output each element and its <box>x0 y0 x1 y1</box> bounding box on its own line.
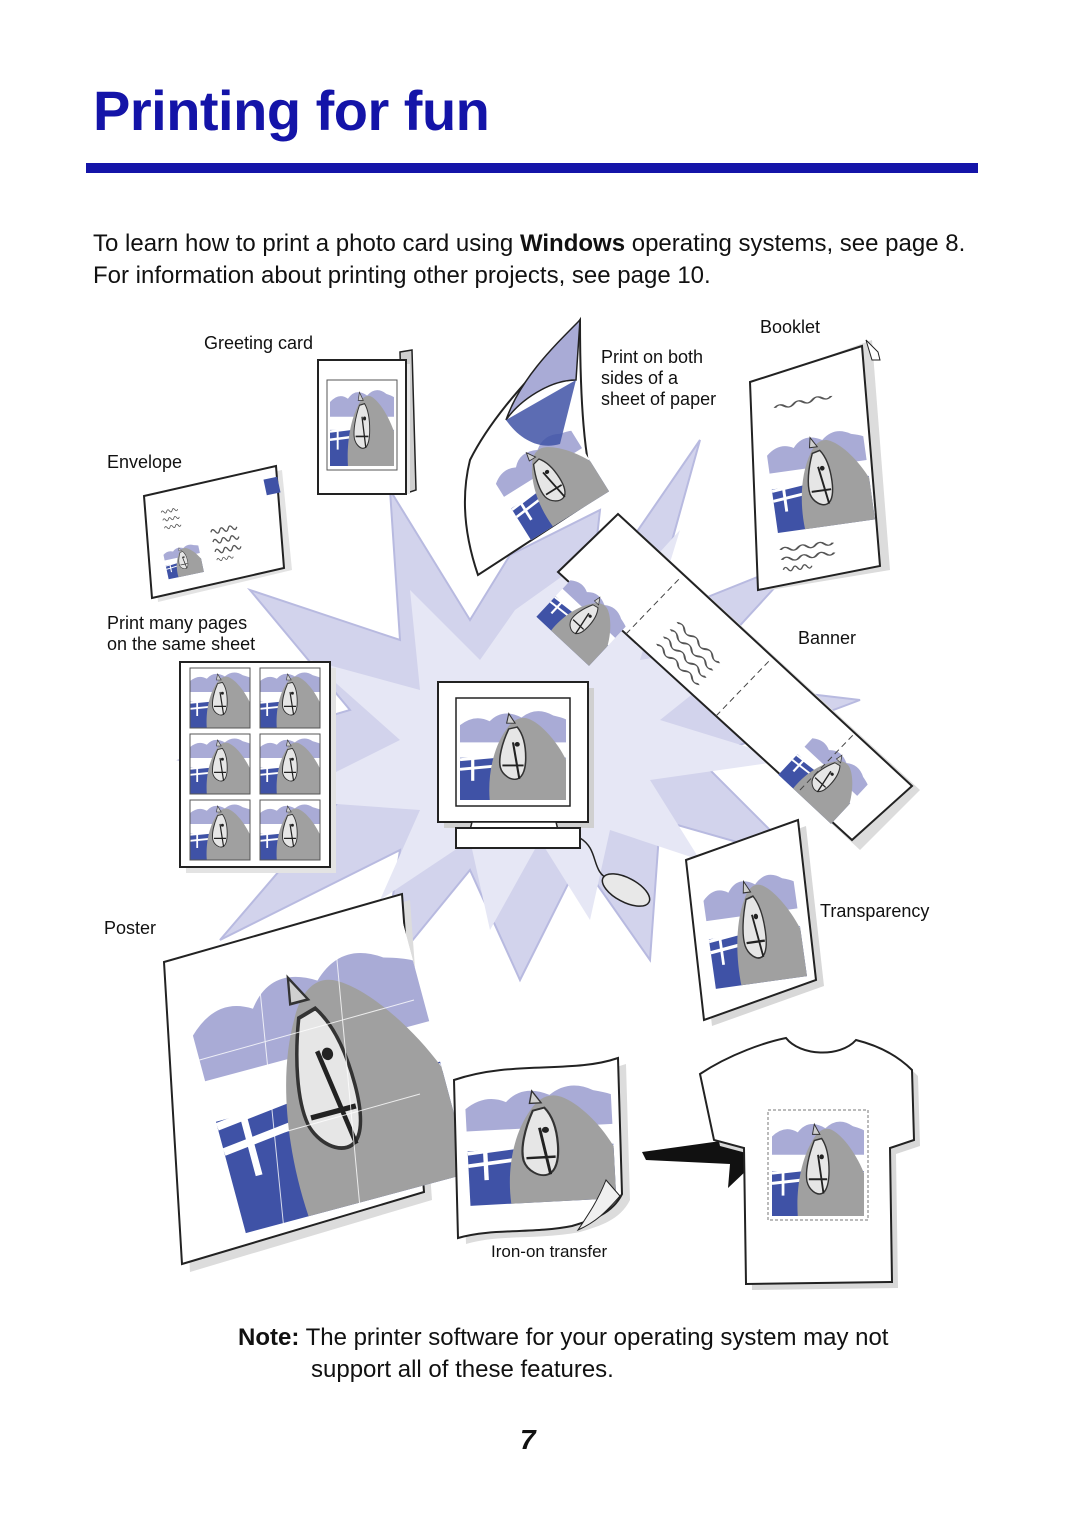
transparency-illustration <box>684 818 824 1026</box>
iron-on-transfer-illustration <box>452 1056 630 1244</box>
label-banner: Banner <box>798 628 857 648</box>
label-booklet: Booklet <box>760 317 821 337</box>
note-text-line1: The printer software for your operating … <box>299 1324 889 1351</box>
intro-text-2: operating systems, see page 8. For infor… <box>93 230 966 289</box>
label-print-both-line2: sides of a <box>601 368 679 388</box>
page-title: Printing for fun <box>93 79 490 142</box>
label-print-both-line1: Print on both <box>601 347 704 367</box>
projects-illustration-svg <box>142 316 920 1290</box>
print-many-pages-illustration <box>179 661 336 873</box>
label-print-many-line1: Print many pages <box>107 613 248 633</box>
computer-monitor-illustration <box>437 681 651 907</box>
note-block: Note: The printer software for your oper… <box>238 1322 998 1386</box>
greeting-card-illustration <box>317 349 417 496</box>
note-label: Note: <box>238 1324 300 1351</box>
title-rule <box>86 163 978 173</box>
intro-paragraph: To learn how to print a photo card using… <box>93 228 993 292</box>
label-poster: Poster <box>104 918 157 938</box>
page-number: 7 <box>520 1424 536 1455</box>
label-iron-on-transfer: Iron-on transfer <box>491 1242 608 1261</box>
label-transparency: Transparency <box>820 901 930 921</box>
poster-illustration <box>162 892 470 1272</box>
label-greeting-card: Greeting card <box>204 333 314 353</box>
label-envelope: Envelope <box>107 452 183 472</box>
projects-illustration: Greeting card Envelope Print many pages … <box>0 300 1080 1300</box>
intro-text-1: To learn how to print a photo card using <box>93 230 520 257</box>
t-shirt-illustration <box>698 1036 920 1290</box>
envelope-illustration <box>142 464 292 602</box>
banner-illustration <box>535 512 920 850</box>
intro-windows-bold: Windows <box>519 230 626 257</box>
label-print-many-line2: on the same sheet <box>107 634 256 654</box>
print-both-sides-illustration <box>463 316 611 577</box>
booklet-illustration <box>748 339 890 592</box>
note-text-line2: support all of these features. <box>311 1356 614 1383</box>
label-print-both-line3: sheet of paper <box>601 389 717 409</box>
